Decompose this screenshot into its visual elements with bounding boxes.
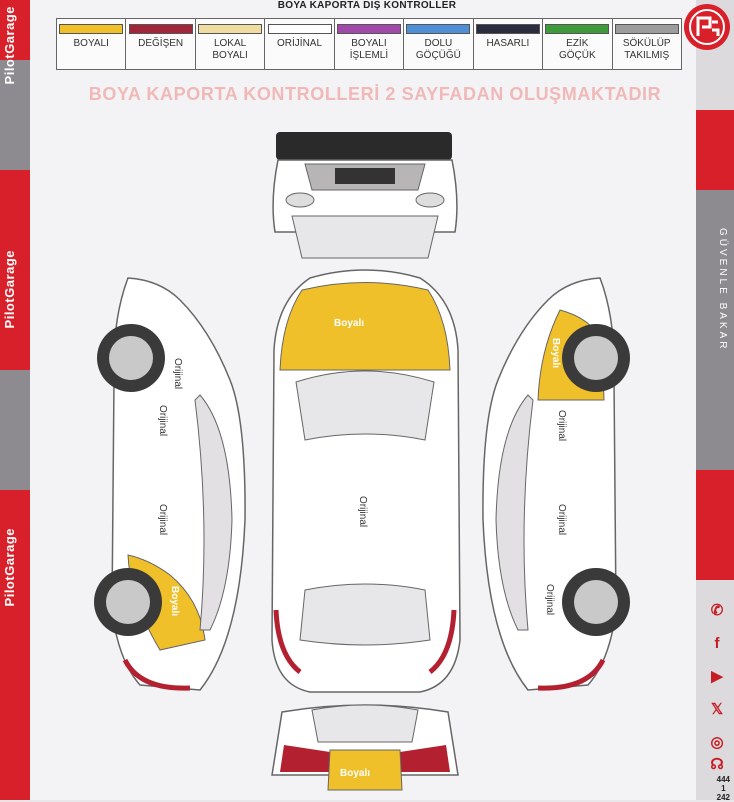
notice-text: BOYA KAPORTA KONTROLLERİ 2 SAYFADAN OLUŞ… — [88, 84, 662, 104]
roof-label: Orijinal — [357, 496, 368, 527]
legend-label: LOKAL BOYALI — [212, 38, 248, 61]
legend-label: DEĞİŞEN — [138, 38, 184, 49]
legend-item: ORİJİNAL — [265, 19, 335, 69]
hood-label: Boyalı — [334, 318, 364, 329]
phone-number: 444 1 242 — [716, 775, 730, 802]
right-front-door-label: Orijinal — [556, 410, 567, 441]
right-brand-band: GÜVENLE BAKAR — [696, 0, 734, 800]
headset-icon[interactable]: ☊ — [710, 756, 724, 773]
front-view — [272, 132, 458, 259]
legend-label: BOYALI İŞLEMLİ — [349, 38, 389, 61]
legend-swatch — [406, 24, 471, 34]
youtube-icon[interactable]: ▶ — [711, 668, 723, 685]
right-rear-fender-label: Orijinal — [544, 584, 555, 615]
brand-logo-icon — [684, 4, 730, 50]
legend-label: HASARLI — [486, 38, 530, 49]
page-title: BOYA KAPORTA DIŞ KONTROLLER — [277, 0, 457, 11]
left-front-door-label: Orijinal — [157, 405, 168, 436]
legend-swatch — [128, 24, 193, 34]
legend-label: ORİJİNAL — [277, 38, 323, 49]
left-rear-fender-label: Boyalı — [169, 586, 180, 616]
right-side-view — [482, 277, 630, 691]
right-front-fender-label: Boyalı — [550, 338, 561, 368]
instagram-icon[interactable]: ◎ — [710, 734, 724, 751]
legend-item: BOYALI İŞLEMLİ — [335, 19, 405, 69]
legend-item: DOLU GÖÇÜĞÜ — [404, 19, 474, 69]
slogan-text: GÜVENLE BAKAR — [717, 228, 728, 352]
trunk-label: Boyalı — [340, 768, 370, 779]
top-view — [271, 269, 461, 693]
color-legend: BOYALI DEĞİŞEN LOKAL BOYALI ORİJİNAL BOY… — [56, 18, 682, 70]
legend-swatch — [198, 24, 263, 34]
legend-item: LOKAL BOYALI — [196, 19, 266, 69]
legend-swatch — [59, 24, 124, 34]
legend-item: DEĞİŞEN — [126, 19, 196, 69]
x-icon[interactable]: 𝕏 — [710, 701, 724, 718]
legend-item: BOYALI — [57, 19, 127, 69]
legend-label: DOLU GÖÇÜĞÜ — [415, 38, 461, 61]
right-rear-door-label: Orijinal — [556, 504, 567, 535]
legend-item: SÖKÜLÜP TAKILMIŞ — [613, 19, 681, 69]
legend-swatch — [545, 24, 610, 34]
left-rear-door-label: Orijinal — [157, 504, 168, 535]
legend-label: SÖKÜLÜP TAKILMIŞ — [622, 38, 671, 61]
left-brand-band: PilotGarage PilotGarage PilotGarage — [0, 0, 30, 800]
legend-label: EZİK GÖÇÜK — [558, 38, 596, 61]
left-front-fender-label: Orijinal — [172, 358, 183, 389]
legend-swatch — [614, 24, 679, 34]
left-side-view — [94, 277, 246, 691]
facebook-icon[interactable]: f — [714, 635, 720, 652]
legend-swatch — [336, 24, 401, 34]
legend-swatch — [267, 24, 332, 34]
legend-item: EZİK GÖÇÜK — [543, 19, 613, 69]
legend-label: BOYALI — [73, 38, 109, 49]
legend-swatch — [475, 24, 540, 34]
legend-item: HASARLI — [474, 19, 544, 69]
rear-view — [271, 704, 459, 791]
whatsapp-icon[interactable]: ✆ — [710, 602, 724, 619]
